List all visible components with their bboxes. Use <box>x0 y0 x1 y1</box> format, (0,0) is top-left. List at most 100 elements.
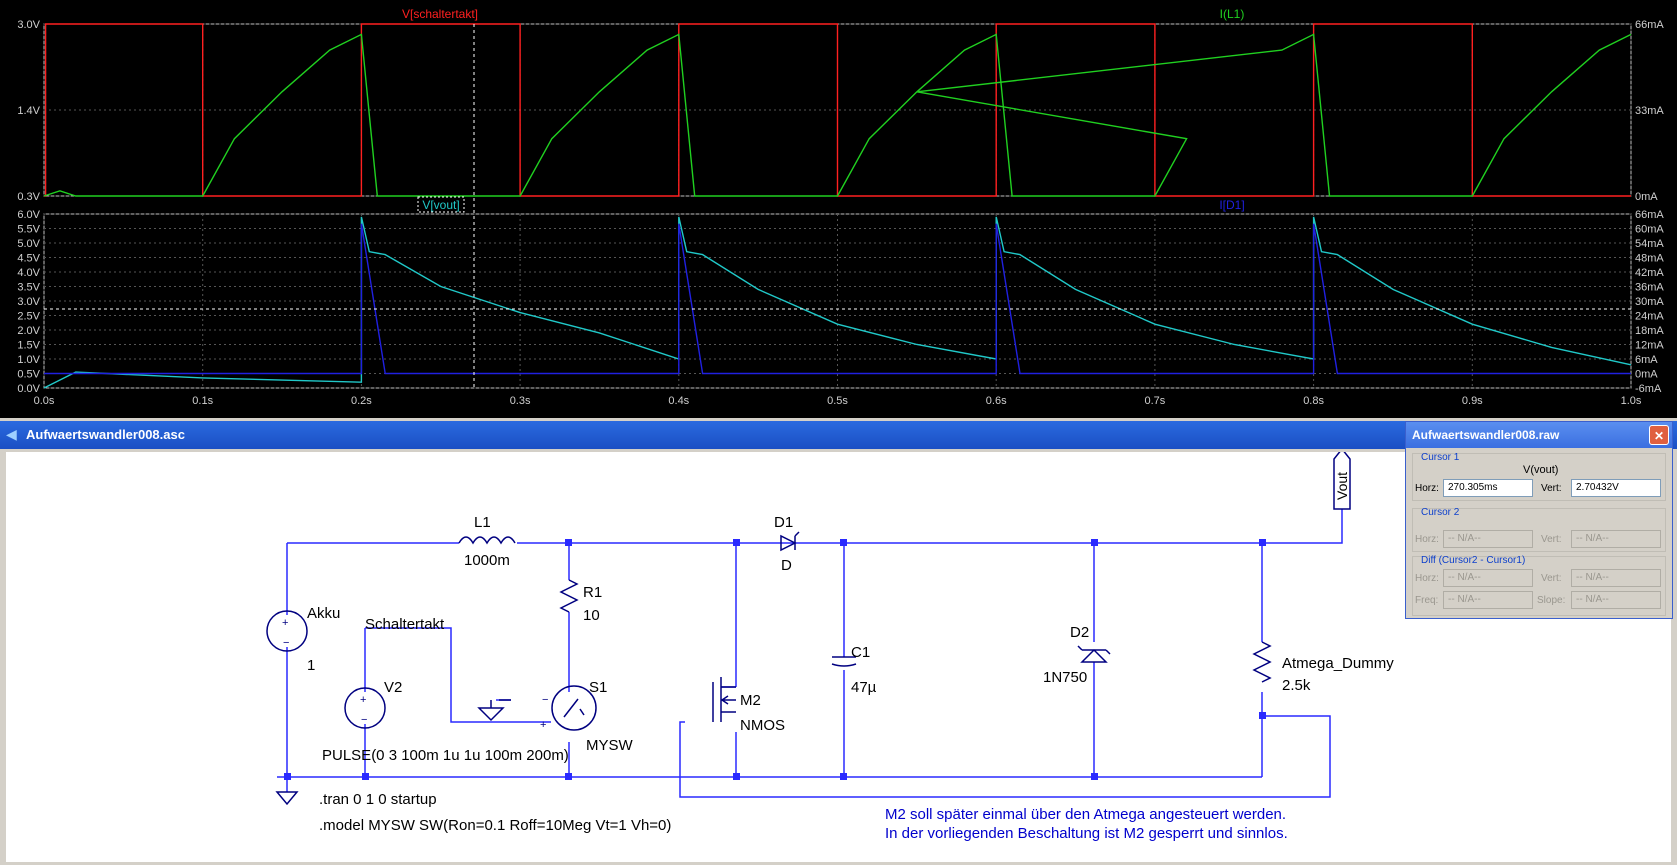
diff-freq-field[interactable]: -- N/A-- <box>1443 591 1533 609</box>
cursor1-group: Cursor 1 V(vout) Horz: 270.305ms Vert: 2… <box>1412 452 1666 501</box>
vout-port-symbol <box>1333 452 1351 510</box>
x-tick-label: 0.4s <box>668 395 689 407</box>
switch-s1-symbol <box>551 685 597 731</box>
bottom-left-tick-label: 5.5V <box>17 224 40 236</box>
top-trace-i-l1-[interactable] <box>43 33 1632 197</box>
directive-tran: .tran 0 1 0 startup <box>319 791 437 808</box>
bottom-left-tick-label: 5.0V <box>17 238 40 250</box>
cursor1-vert-label: Vert: <box>1541 483 1562 494</box>
bottom-left-tick-label: 2.5V <box>17 311 40 323</box>
trace-label-vout[interactable]: V[vout] <box>422 198 459 212</box>
top-right-tick-label: 0mA <box>1635 191 1658 203</box>
component-text[interactable]: L1 1000m R1 10 D1 D Akku 1 Schaltertakt … <box>307 472 1394 834</box>
cursor2-vert-field[interactable]: -- N/A-- <box>1571 530 1661 548</box>
bottom-trace-v-vout-[interactable] <box>43 216 1632 389</box>
cursor1-vert-field[interactable]: 2.70432V <box>1571 479 1661 497</box>
diff-horz-field[interactable]: -- N/A-- <box>1443 569 1533 587</box>
bottom-panel-traces[interactable] <box>43 216 1632 389</box>
bottom-left-tick-label: 3.5V <box>17 282 40 294</box>
diff-slope-label: Slope: <box>1537 595 1566 606</box>
diff-group: Diff (Cursor2 - Cursor1) Horz: -- N/A-- … <box>1412 555 1666 616</box>
top-left-tick-label: 0.3V <box>17 191 40 203</box>
cursor2-group: Cursor 2 Horz: -- N/A-- Vert: -- N/A-- <box>1412 507 1666 552</box>
diff-freq-label: Freq: <box>1415 595 1439 606</box>
battery-akku-symbol <box>266 610 308 652</box>
x-tick-label: 0.6s <box>986 395 1007 407</box>
top-trace-v-schaltertakt-[interactable] <box>44 23 1631 197</box>
x-tick-label: 0.5s <box>827 395 848 407</box>
x-tick-label: 1.0s <box>1621 395 1642 407</box>
value-d1: D <box>781 557 792 574</box>
cursor-window-title: Aufwaertswandler008.raw <box>1412 428 1560 442</box>
svg-text:+: + <box>540 719 546 731</box>
schematic-svg[interactable]: L1 1000m R1 10 D1 D Akku 1 Schaltertakt … <box>6 452 1671 862</box>
top-right-tick-label: 66mA <box>1635 19 1664 31</box>
cursor1-trace-name: V(vout) <box>1523 464 1559 476</box>
value-d2: 1N750 <box>1043 669 1087 686</box>
cursor-readout-window[interactable]: Aufwaertswandler008.raw ✕ Cursor 1 V(vou… <box>1405 421 1673 619</box>
cursor1-horz-field[interactable]: 270.305ms <box>1443 479 1533 497</box>
close-button[interactable]: ✕ <box>1649 425 1669 445</box>
ground-symbol <box>275 791 299 806</box>
cursor2-horz-field[interactable]: -- N/A-- <box>1443 530 1533 548</box>
trace-label-id1[interactable]: I[D1] <box>1219 198 1244 212</box>
label-akku: Akku <box>307 605 340 622</box>
bottom-right-tick-label: 54mA <box>1635 238 1664 250</box>
bottom-right-tick-label: -6mA <box>1635 383 1662 395</box>
value-atmega: 2.5k <box>1282 677 1311 694</box>
resistor-r1-symbol <box>559 579 579 613</box>
schematic-comment[interactable]: M2 soll später einmal über den Atmega an… <box>885 806 1288 842</box>
bottom-left-tick-label: 6.0V <box>17 209 40 221</box>
schematic-canvas[interactable]: L1 1000m R1 10 D1 D Akku 1 Schaltertakt … <box>6 452 1671 862</box>
label-v2: V2 <box>384 679 402 696</box>
label-d2: D2 <box>1070 624 1089 641</box>
x-tick-label: 0.9s <box>1462 395 1483 407</box>
schematic-title-bar[interactable]: ◀ Aufwaertswandler008.asc <box>0 421 1677 449</box>
x-tick-label: 0.2s <box>351 395 372 407</box>
value-s1: MYSW <box>586 737 634 754</box>
value-akku: 1 <box>307 657 315 674</box>
bottom-right-tick-label: 36mA <box>1635 282 1664 294</box>
component-symbols[interactable] <box>266 452 1351 806</box>
top-right-tick-label: 33mA <box>1635 105 1664 117</box>
mosfet-m2-symbol <box>712 677 736 722</box>
label-s1: S1 <box>589 679 607 696</box>
schematic-title: Aufwaertswandler008.asc <box>26 427 185 442</box>
value-r1: 10 <box>583 607 600 624</box>
diff-slope-field[interactable]: -- N/A-- <box>1571 591 1661 609</box>
label-vout-port: Vout <box>1334 472 1350 500</box>
svg-text:−: − <box>283 637 289 649</box>
bottom-right-axis-ticks: 66mA60mA54mA48mA42mA36mA30mA24mA18mA12mA… <box>1635 209 1664 395</box>
top-panel-traces[interactable] <box>43 23 1632 197</box>
value-m2: NMOS <box>740 717 785 734</box>
label-schaltertakt-net: Schaltertakt <box>365 616 445 633</box>
inductor-l1-symbol <box>458 536 516 545</box>
cursor-window-title-bar[interactable]: Aufwaertswandler008.raw ✕ <box>1406 422 1672 448</box>
cursor2-vert-label: Vert: <box>1541 534 1562 545</box>
diff-group-label: Diff (Cursor2 - Cursor1) <box>1421 555 1526 566</box>
value-l1: 1000m <box>464 552 510 569</box>
top-left-axis-ticks: 3.0V 1.4V 0.3V <box>17 19 40 203</box>
label-m2: M2 <box>740 692 761 709</box>
bottom-trace-i-d1-[interactable] <box>44 223 1631 375</box>
wire-junctions <box>284 539 1266 780</box>
bottom-right-tick-label: 12mA <box>1635 340 1664 352</box>
svg-text:+: + <box>282 617 288 629</box>
diff-vert-field[interactable]: -- N/A-- <box>1571 569 1661 587</box>
diode-d1-symbol <box>780 531 800 552</box>
trace-label-schaltertakt[interactable]: V[schaltertakt] <box>402 7 478 21</box>
cursor2-horz-label: Horz: <box>1415 534 1439 545</box>
trace-label-il1[interactable]: I(L1) <box>1220 7 1245 21</box>
label-c1: C1 <box>851 644 870 661</box>
top-left-tick-label: 3.0V <box>17 19 40 31</box>
schematic-window[interactable]: ◀ Aufwaertswandler008.asc <box>0 421 1677 865</box>
top-left-tick-label: 1.4V <box>17 105 40 117</box>
source-v2-symbol <box>344 687 386 729</box>
x-tick-label: 0.1s <box>192 395 213 407</box>
zener-d2-symbol <box>1077 645 1111 663</box>
comment-line-2: In der vorliegenden Beschaltung ist M2 g… <box>885 825 1288 842</box>
bottom-left-tick-label: 1.5V <box>17 340 40 352</box>
